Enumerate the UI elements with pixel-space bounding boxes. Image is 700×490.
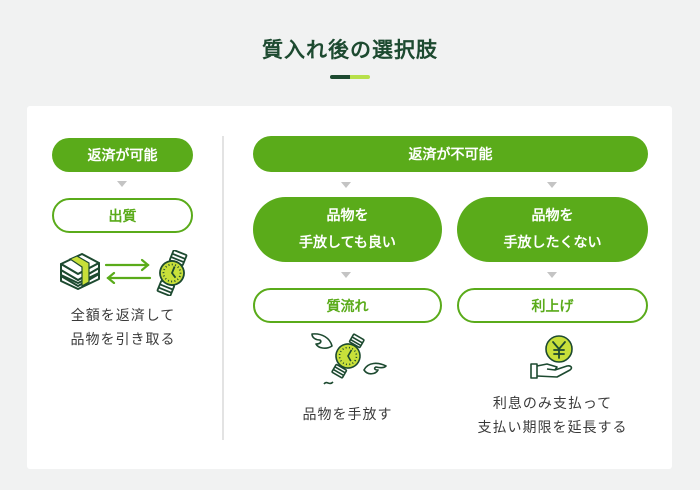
forfeit-description: 品物を手放す xyxy=(253,403,442,427)
page-title: 質入れ後の選択肢 xyxy=(262,38,438,62)
choice-line: 品物を xyxy=(326,207,369,224)
unrepayable-condition-pill: 返済が不可能 xyxy=(253,136,648,172)
unrepayable-label: 返済が不可能 xyxy=(408,147,493,163)
description-line: 利息のみ支払って xyxy=(492,396,613,412)
choice-line: 手放しても良い xyxy=(299,234,396,251)
description-line: 品物を手放す xyxy=(302,407,393,423)
wristwatch-icon xyxy=(156,250,188,296)
flying-watch-icon xyxy=(311,333,387,385)
repayable-label: 返済が可能 xyxy=(87,148,158,164)
exchange-arrows-icon xyxy=(104,258,152,284)
down-arrow-icon xyxy=(341,272,351,278)
choice-line: 手放したくない xyxy=(503,234,602,251)
underline-lime-segment xyxy=(350,75,370,79)
title-underline xyxy=(330,75,370,79)
forfeit-label: 質流れ xyxy=(326,298,369,315)
hand-yen-coin-icon xyxy=(530,335,573,379)
column-divider xyxy=(222,136,224,440)
interest-extension-outcome-pill: 利上げ xyxy=(457,288,648,323)
choice-line: 品物を xyxy=(531,207,574,224)
let-go-choice-pill: 品物を 手放しても良い xyxy=(253,197,442,262)
redemption-label: 出質 xyxy=(108,208,137,225)
money-stack-icon xyxy=(60,253,100,290)
underline-dark-segment xyxy=(330,75,350,79)
down-arrow-icon xyxy=(117,181,127,187)
interest-extension-label: 利上げ xyxy=(531,298,574,315)
down-arrow-icon xyxy=(547,182,557,188)
repayable-condition-pill: 返済が可能 xyxy=(52,138,193,172)
description-line: 支払い期限を延長する xyxy=(477,420,628,436)
redemption-outcome-pill: 出質 xyxy=(52,198,193,233)
redemption-description: 全額を返済して 品物を引き取る xyxy=(40,304,206,352)
down-arrow-icon xyxy=(341,182,351,188)
keep-item-choice-pill: 品物を 手放したくない xyxy=(457,197,648,262)
interest-extension-description: 利息のみ支払って 支払い期限を延長する xyxy=(457,392,648,440)
down-arrow-icon xyxy=(547,272,557,278)
description-line: 全額を返済して xyxy=(70,308,176,324)
description-line: 品物を引き取る xyxy=(70,332,176,348)
forfeit-outcome-pill: 質流れ xyxy=(253,288,442,323)
